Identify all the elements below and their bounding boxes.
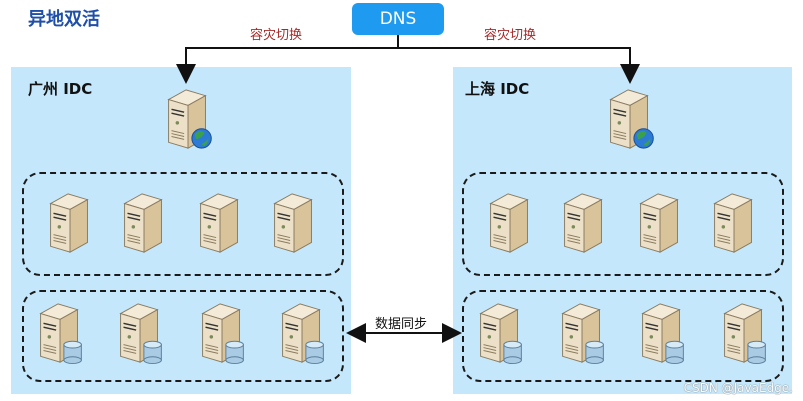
server-icon xyxy=(708,190,760,256)
server-icon xyxy=(268,190,320,256)
idc-label-guangzhou: 广州 IDC xyxy=(28,80,93,98)
database-server-icon xyxy=(718,300,770,366)
database-server-icon xyxy=(196,300,248,366)
failover-label-right: 容灾切换 xyxy=(484,28,537,43)
server-icon xyxy=(634,190,686,256)
server-icon xyxy=(194,190,246,256)
app-server-group-guangzhou xyxy=(22,172,344,276)
sync-label: 数据同步 xyxy=(375,317,428,332)
dns-label: DNS xyxy=(379,9,417,29)
database-server-icon xyxy=(556,300,608,366)
dns-node[interactable]: DNS xyxy=(352,3,444,35)
web-server-icon xyxy=(604,86,656,152)
database-server-icon xyxy=(474,300,526,366)
diagram-title: 异地双活 xyxy=(28,9,100,30)
watermark: CSDN @JavaEdge. xyxy=(683,381,793,395)
failover-arrow-right xyxy=(398,47,640,84)
web-server-icon xyxy=(162,86,214,152)
database-server-icon xyxy=(114,300,166,366)
database-server-icon xyxy=(276,300,328,366)
failover-label-left: 容灾切换 xyxy=(250,28,303,43)
server-icon xyxy=(484,190,536,256)
server-icon xyxy=(44,190,96,256)
failover-arrow-left xyxy=(176,47,398,84)
db-server-group-shanghai xyxy=(462,290,784,382)
app-server-group-shanghai xyxy=(462,172,784,276)
idc-label-shanghai: 上海 IDC xyxy=(465,80,530,98)
server-icon xyxy=(118,190,170,256)
database-server-icon xyxy=(636,300,688,366)
db-server-group-guangzhou xyxy=(22,290,344,382)
server-icon xyxy=(558,190,610,256)
database-server-icon xyxy=(34,300,86,366)
